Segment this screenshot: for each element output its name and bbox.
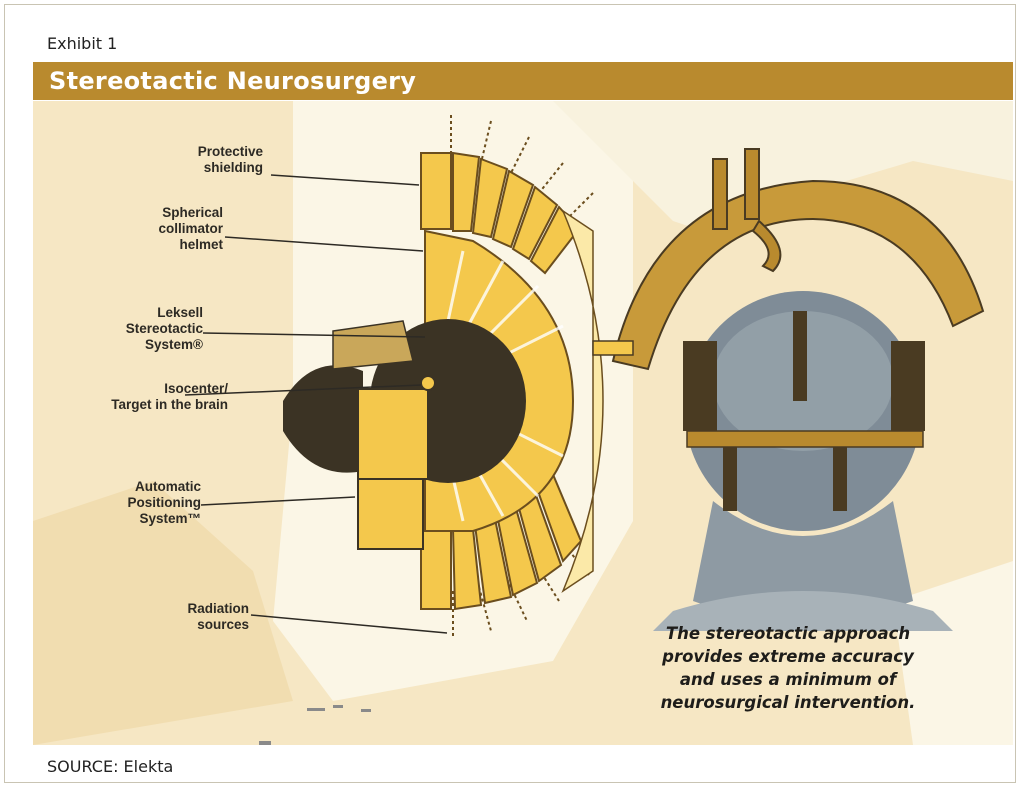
caption: The stereotactic approach provides extre…: [623, 622, 953, 714]
illustration: Protective shielding Spherical collimato…: [33, 101, 1013, 745]
arc-connector: [593, 341, 633, 355]
source-note: SOURCE: Elekta: [47, 757, 173, 776]
title-bar: Stereotactic Neurosurgery: [33, 62, 1013, 100]
label-leksell-system: Leksell Stereotactic System®: [63, 305, 203, 353]
isocenter-target: [421, 376, 435, 390]
scan-mark: [259, 741, 271, 745]
label-isocenter: Isocenter/ Target in the brain: [53, 381, 228, 413]
label-radiation-sources: Radiation sources: [153, 601, 249, 633]
label-spherical-collimator: Spherical collimator helmet: [113, 205, 223, 253]
scan-mark: [333, 705, 343, 708]
exhibit-label: Exhibit 1: [47, 34, 117, 53]
label-protective-shielding: Protective shielding: [173, 144, 263, 176]
head-frame-band: [687, 431, 923, 447]
scan-mark: [307, 708, 325, 711]
positioning-frame: [358, 389, 428, 479]
scan-mark: [361, 709, 371, 712]
auto-positioning-base: [358, 479, 423, 549]
label-automatic-positioning: Automatic Positioning System™: [53, 479, 201, 527]
page-title: Stereotactic Neurosurgery: [49, 67, 416, 95]
